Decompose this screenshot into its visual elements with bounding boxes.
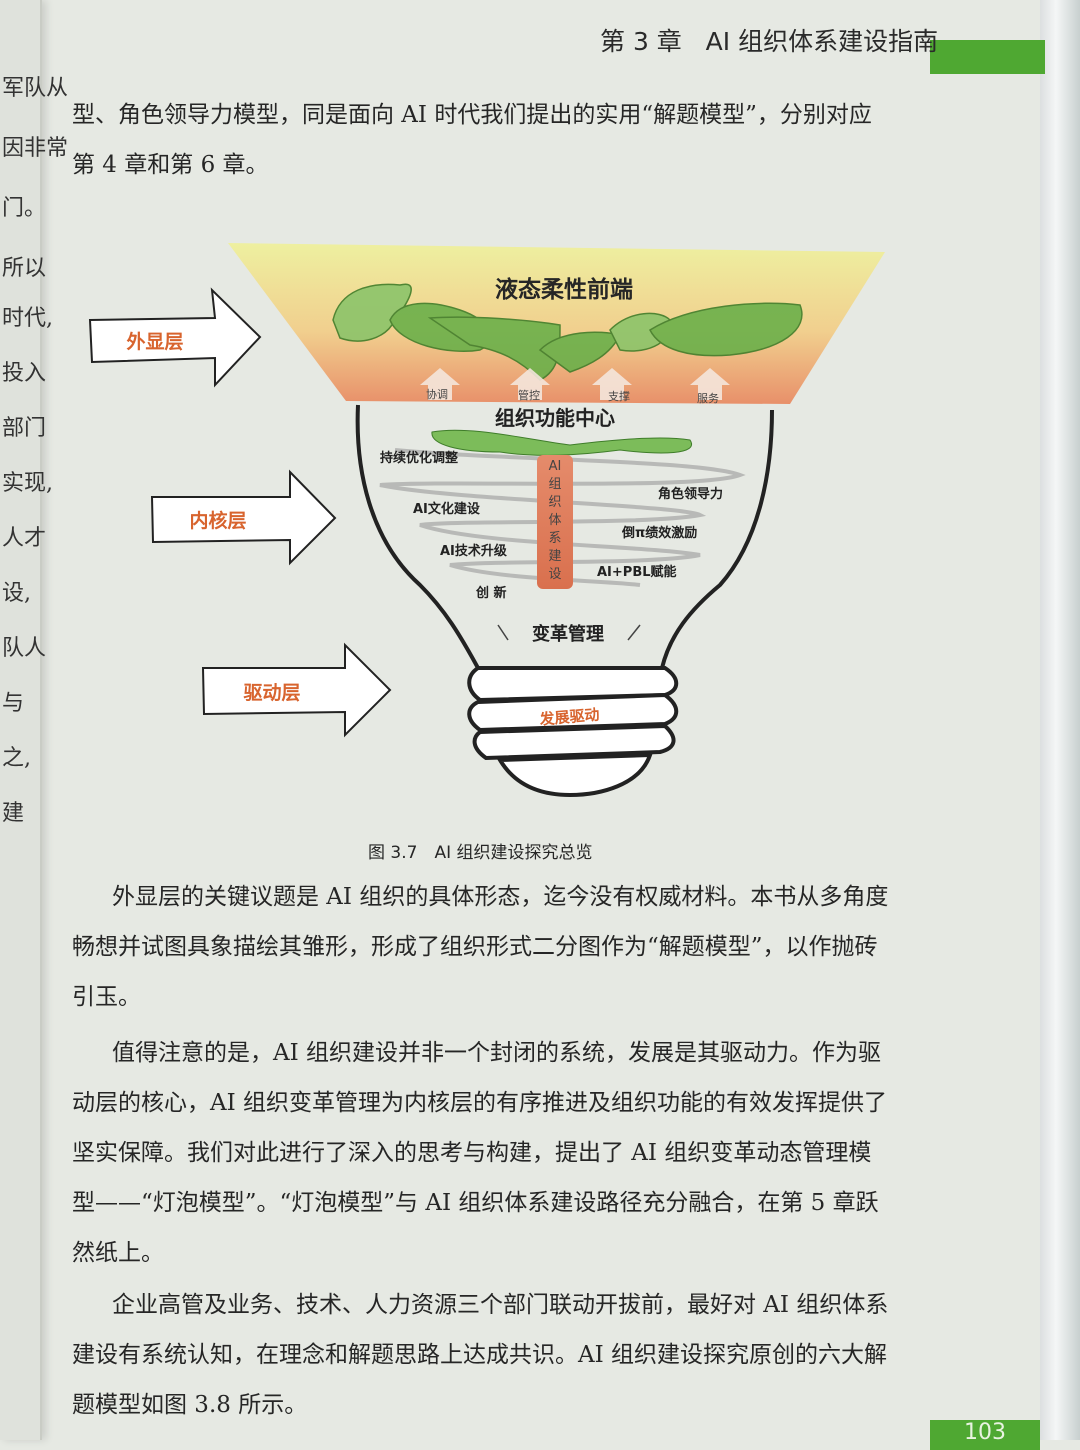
fragment: 部门 bbox=[2, 416, 47, 441]
fragment: 时代, bbox=[2, 306, 53, 331]
pillar-char: 设 bbox=[548, 567, 561, 582]
layer-arrow-drive bbox=[201, 642, 392, 738]
text-line: 第 4 章和第 6 章。 bbox=[72, 152, 269, 178]
fragment: 实现, bbox=[2, 471, 53, 496]
right-item: AI+PBL赋能 bbox=[597, 564, 677, 580]
layer-label-inner: 内核层 bbox=[189, 509, 246, 532]
fragment: 军队从 bbox=[2, 76, 69, 101]
arrow-label: 服务 bbox=[697, 392, 719, 405]
upward-arrows bbox=[420, 368, 730, 400]
layer-label-outer: 外显层 bbox=[126, 330, 183, 353]
adjacent-page-edge: 军队从 因非常 门。 所以 时代, 投入 部门 实现, 人才 设, 队人 与 之… bbox=[0, 0, 68, 1440]
top-title: 液态柔性前端 bbox=[495, 276, 633, 303]
bulb-screw bbox=[467, 666, 679, 798]
text-line: 型——“灯泡模型”。“灯泡模型”与 AI 组织体系建设路径充分融合，在第 5 章… bbox=[72, 1190, 879, 1216]
pillar-char: AI bbox=[549, 459, 562, 474]
left-item: AI文化建设 bbox=[413, 501, 481, 517]
paragraph-2: 值得注意的是，AI 组织建设并非一个封闭的系统，发展是其驱动力。作为驱 动层的核… bbox=[72, 1028, 972, 1278]
text-line: 动层的核心，AI 组织变革管理为内核层的有序推进及组织功能的有效发挥提供了 bbox=[72, 1090, 888, 1116]
figure-bulb-diagram: 液态柔性前端 协调 管控 支撑 服务 组织功能中心 AI 组 织 体 系 建 设… bbox=[88, 243, 885, 798]
fragment: 门。 bbox=[2, 196, 47, 221]
text-line: 题模型如图 3.8 所示。 bbox=[72, 1392, 308, 1418]
page-number: 103 bbox=[930, 1420, 1040, 1450]
text-line: 建设有系统认知，在理念和解题思路上达成共识。AI 组织建设探究原创的六大解 bbox=[72, 1342, 888, 1368]
chapter-title: AI 组织体系建设指南 bbox=[705, 27, 939, 56]
fragment: 因非常 bbox=[2, 136, 69, 161]
left-item: 持续优化调整 bbox=[380, 450, 459, 466]
layer-arrow-outer bbox=[88, 287, 262, 388]
center-green bbox=[431, 429, 693, 456]
paragraph-1: 外显层的关键议题是 AI 组织的具体形态，迄今没有权威材料。本书从多角度 畅想并… bbox=[72, 872, 972, 1022]
text-line: 引玉。 bbox=[72, 984, 141, 1010]
running-header: 第 3 章 AI 组织体系建设指南 bbox=[600, 22, 938, 58]
arrow-label: 协调 bbox=[426, 387, 448, 401]
chapter-tab bbox=[930, 40, 1045, 74]
fragment: 设, bbox=[2, 581, 31, 606]
fragment: 投入 bbox=[2, 361, 47, 386]
text-line: 然纸上。 bbox=[72, 1240, 164, 1266]
page-edge bbox=[1040, 0, 1080, 1440]
arrow-label: 支撑 bbox=[608, 389, 630, 403]
base-title: 变革管理 bbox=[532, 623, 604, 645]
layer-label-drive: 驱动层 bbox=[243, 682, 300, 704]
fragment: 之, bbox=[2, 746, 31, 771]
chapter-number: 第 3 章 bbox=[600, 27, 682, 56]
text-line: 外显层的关键议题是 AI 组织的具体形态，迄今没有权威材料。本书从多角度 bbox=[112, 884, 889, 910]
fragment: 队人 bbox=[2, 636, 47, 661]
right-item: 角色领导力 bbox=[658, 486, 723, 502]
text-line: 坚实保障。我们对此进行了深入的思考与构建，提出了 AI 组织变革动态管理模 bbox=[72, 1140, 872, 1166]
pillar-char: 系 bbox=[548, 531, 561, 546]
left-item: AI技术升级 bbox=[440, 543, 508, 559]
pillar bbox=[537, 455, 573, 589]
intro-paragraph: 型、角色领导力模型，同是面向 AI 时代我们提出的实用“解题模型”，分别对应 第… bbox=[72, 90, 972, 190]
green-blobs bbox=[332, 283, 803, 381]
text-line: 值得注意的是，AI 组织建设并非一个封闭的系统，发展是其驱动力。作为驱 bbox=[112, 1040, 882, 1066]
fragment: 人才 bbox=[2, 526, 47, 551]
left-item: 创 新 bbox=[475, 585, 507, 601]
spiral-lines bbox=[379, 448, 746, 587]
paragraph-3: 企业高管及业务、技术、人力资源三个部门联动开拔前，最好对 AI 组织体系 建设有… bbox=[72, 1280, 972, 1430]
outer-layer-band bbox=[228, 243, 885, 404]
layer-arrow-inner bbox=[150, 469, 337, 566]
right-item: 倒π绩效激励 bbox=[621, 525, 697, 541]
center-title: 组织功能中心 bbox=[495, 406, 615, 430]
pillar-char: 组 bbox=[548, 477, 561, 492]
pillar-char: 织 bbox=[548, 495, 561, 510]
pillar-char: 体 bbox=[548, 513, 561, 528]
pillar-char: 建 bbox=[548, 549, 561, 564]
screw-label: 发展驱动 bbox=[538, 705, 600, 728]
text-line: 企业高管及业务、技术、人力资源三个部门联动开拔前，最好对 AI 组织体系 bbox=[112, 1292, 889, 1318]
fragment: 所以 bbox=[2, 256, 47, 281]
fragment: 与 bbox=[2, 691, 25, 716]
fragment: 建 bbox=[2, 801, 25, 826]
arrow-label: 管控 bbox=[518, 388, 540, 402]
figure-caption: 图 3.7 AI 组织建设探究总览 bbox=[368, 843, 593, 863]
text-line: 畅想并试图具象描绘其雏形，形成了组织形式二分图作为“解题模型”，以作抛砖 bbox=[72, 934, 878, 960]
text-line: 型、角色领导力模型，同是面向 AI 时代我们提出的实用“解题模型”，分别对应 bbox=[72, 102, 872, 128]
